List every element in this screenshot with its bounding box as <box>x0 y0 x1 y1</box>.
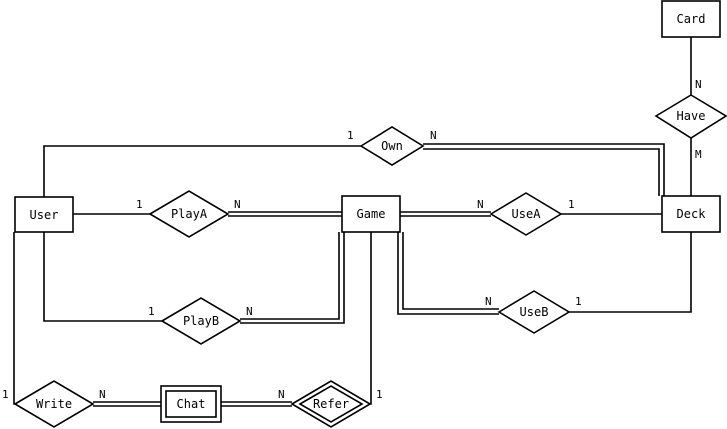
cardinality-playa-user: 1 <box>136 198 143 211</box>
cardinality-playb-user: 1 <box>148 305 155 318</box>
relationship-playa-label: PlayA <box>171 207 208 221</box>
entity-deck-label: Deck <box>677 207 707 221</box>
entity-user[interactable]: User <box>14 196 74 233</box>
entity-card[interactable]: Card <box>661 0 721 38</box>
line-useb-deck <box>569 232 692 313</box>
relationship-usea[interactable]: UseA <box>489 192 563 236</box>
relationship-playb[interactable]: PlayB <box>160 297 242 345</box>
cardinality-have-card: N <box>695 78 702 91</box>
relationship-playa[interactable]: PlayA <box>148 190 230 238</box>
entity-deck[interactable]: Deck <box>661 195 721 233</box>
relationship-have-label: Have <box>677 109 706 123</box>
entity-card-label: Card <box>677 12 706 26</box>
line-playb-game-a <box>240 232 340 320</box>
cardinality-playa-game: N <box>234 198 241 211</box>
relationship-own[interactable]: Own <box>359 126 425 166</box>
line-own-deck-b <box>423 148 660 196</box>
line-game-useb-a <box>397 232 499 315</box>
cardinality-usea-deck: 1 <box>568 198 575 211</box>
line-game-useb-b <box>402 232 499 310</box>
identifying-relationship-refer[interactable]: Refer <box>290 380 372 428</box>
cardinality-playb-game: N <box>246 305 253 318</box>
relationship-write-label: Write <box>36 397 72 411</box>
line-user-own <box>43 145 361 197</box>
weak-entity-chat[interactable]: Chat <box>160 385 222 423</box>
entity-game-label: Game <box>357 207 386 221</box>
relationship-usea-label: UseA <box>512 207 542 221</box>
entity-user-label: User <box>30 208 59 222</box>
relationship-refer-label: Refer <box>313 397 349 411</box>
line-user-playb <box>43 232 162 322</box>
cardinality-refer-chat: N <box>278 388 285 401</box>
relationship-playb-label: PlayB <box>183 314 219 328</box>
cardinality-useb-game: N <box>485 295 492 308</box>
line-own-deck-a <box>423 143 665 196</box>
relationship-useb[interactable]: UseB <box>497 290 571 334</box>
cardinality-useb-deck: 1 <box>575 295 582 308</box>
cardinality-own-user: 1 <box>347 129 354 142</box>
entity-chat-label: Chat <box>177 397 206 411</box>
cardinality-write-chat: N <box>99 388 106 401</box>
relationship-useb-label: UseB <box>520 305 549 319</box>
cardinality-refer-game: 1 <box>376 388 383 401</box>
cardinality-have-deck: M <box>695 148 702 161</box>
entity-game[interactable]: Game <box>341 195 401 233</box>
relationship-own-label: Own <box>381 139 403 153</box>
cardinality-write-user: 1 <box>2 388 9 401</box>
relationship-write[interactable]: Write <box>13 380 95 428</box>
line-playb-game-b <box>240 232 345 324</box>
cardinality-usea-game: N <box>477 198 484 211</box>
line-refer-game <box>370 232 372 405</box>
line-user-write <box>13 232 15 405</box>
cardinality-own-deck: N <box>430 129 437 142</box>
relationship-have[interactable]: Have <box>654 94 727 139</box>
